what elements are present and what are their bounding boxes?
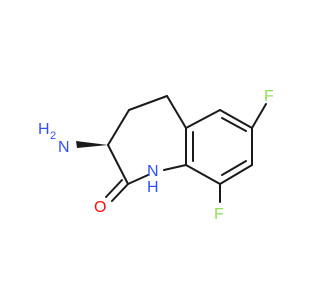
- fluorine-bottom-label: F: [214, 206, 224, 223]
- bond-n1-c9a: [163, 164, 187, 171]
- bond-c4-c5: [128, 95, 168, 111]
- bond-c2-n1: [127, 174, 149, 185]
- bond-c5-c5a: [166, 95, 187, 129]
- carbonyl-oxygen-label: O: [94, 199, 106, 216]
- structure-canvas: H 2 N O N H F F: [38, 88, 274, 223]
- bond-c3-c2: [107, 144, 129, 185]
- fluorine-top-label: F: [264, 88, 274, 105]
- bond-c3-c4: [107, 109, 130, 146]
- amino-subscript: 2: [50, 130, 56, 142]
- molecule-drawing: H 2 N O N H F F: [38, 88, 274, 223]
- amino-n-label: N: [58, 139, 70, 156]
- stereo-wedge-bond: [76, 141, 108, 148]
- benzene-ring: [185, 109, 253, 185]
- ring-nitrogen-h-label: H: [147, 179, 159, 196]
- carbonyl-bond: [105, 179, 129, 202]
- bond-c7-f: [251, 103, 267, 129]
- ring-nitrogen-label: N: [147, 163, 159, 180]
- amino-h-label: H: [38, 121, 50, 138]
- azepinone-ring: [107, 95, 187, 185]
